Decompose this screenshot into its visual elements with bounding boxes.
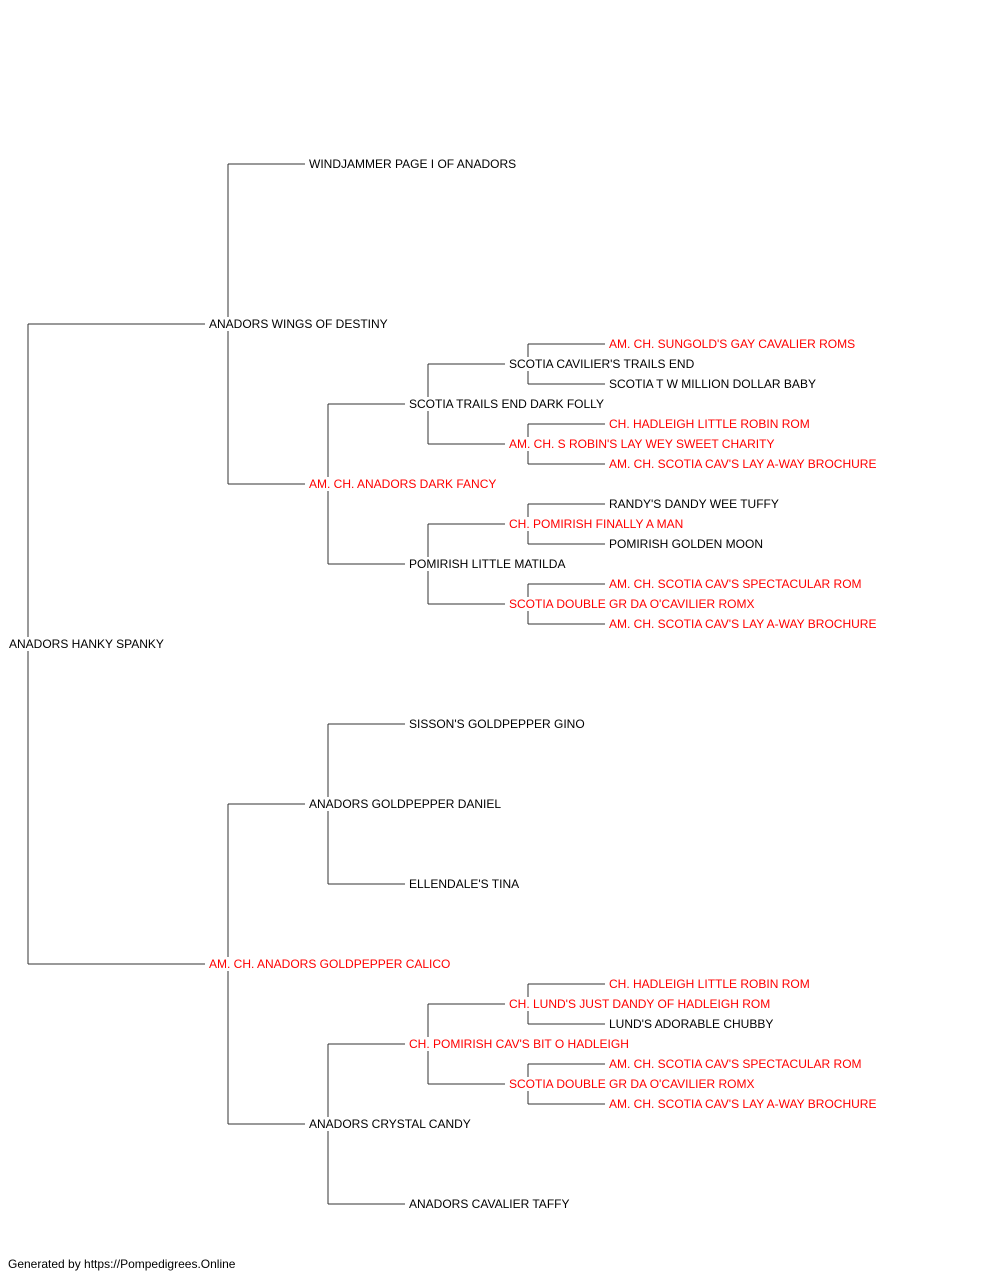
pedigree-dog-dam-sire-dam: ELLENDALE'S TINA (408, 877, 521, 891)
pedigree-dog-sire-dam-dam-sire-dam: POMIRISH GOLDEN MOON (608, 537, 765, 551)
pedigree-dog-sire-dam-sire: SCOTIA TRAILS END DARK FOLLY (408, 397, 605, 411)
pedigree-dog-sire-dam-sire-sire-dam: SCOTIA T W MILLION DOLLAR BABY (608, 377, 817, 391)
pedigree-dog-dam-dam-dam: ANADORS CAVALIER TAFFY (408, 1197, 571, 1211)
pedigree-dog-sire-dam-dam-sire: CH. POMIRISH FINALLY A MAN (508, 517, 685, 531)
pedigree-dog-dam-dam-sire-dam-sire: AM. CH. SCOTIA CAV'S SPECTACULAR ROM (608, 1057, 863, 1071)
pedigree-dog-sire-dam-dam-dam: SCOTIA DOUBLE GR DA O'CAVILIER ROMX (508, 597, 756, 611)
pedigree-dog-dam: AM. CH. ANADORS GOLDPEPPER CALICO (208, 957, 452, 971)
pedigree-dog-sire-dam-sire-dam: AM. CH. S ROBIN'S LAY WEY SWEET CHARITY (508, 437, 776, 451)
pedigree-dog-sire-dam-sire-sire-sire: AM. CH. SUNGOLD'S GAY CAVALIER ROMS (608, 337, 857, 351)
pedigree-dog-dam-dam-sire: CH. POMIRISH CAV'S BIT O HADLEIGH (408, 1037, 630, 1051)
pedigree-dog-dam-dam: ANADORS CRYSTAL CANDY (308, 1117, 472, 1131)
pedigree-dog-dam-dam-sire-sire-dam: LUND'S ADORABLE CHUBBY (608, 1017, 775, 1031)
pedigree-dog-sire-dam-sire-dam-dam: AM. CH. SCOTIA CAV'S LAY A-WAY BROCHURE (608, 457, 878, 471)
pedigree-dog-sire: ANADORS WINGS OF DESTINY (208, 317, 389, 331)
pedigree-dog-sire-dam: AM. CH. ANADORS DARK FANCY (308, 477, 498, 491)
pedigree-dog-subject: ANADORS HANKY SPANKY (8, 637, 165, 651)
pedigree-dog-sire-dam-dam-dam-sire: AM. CH. SCOTIA CAV'S SPECTACULAR ROM (608, 577, 863, 591)
pedigree-dog-sire-dam-sire-dam-sire: CH. HADLEIGH LITTLE ROBIN ROM (608, 417, 811, 431)
pedigree-dog-sire-sire: WINDJAMMER PAGE I OF ANADORS (308, 157, 518, 171)
pedigree-dog-sire-dam-dam-dam-dam: AM. CH. SCOTIA CAV'S LAY A-WAY BROCHURE (608, 617, 878, 631)
pedigree-dog-dam-dam-sire-sire-sire: CH. HADLEIGH LITTLE ROBIN ROM (608, 977, 811, 991)
pedigree-dog-sire-dam-dam: POMIRISH LITTLE MATILDA (408, 557, 567, 571)
pedigree-dog-dam-dam-sire-dam-dam: AM. CH. SCOTIA CAV'S LAY A-WAY BROCHURE (608, 1097, 878, 1111)
footer-credit: Generated by https://Pompedigrees.Online (8, 1257, 236, 1271)
pedigree-dog-dam-sire-sire: SISSON'S GOLDPEPPER GINO (408, 717, 586, 731)
pedigree-dog-dam-dam-sire-dam: SCOTIA DOUBLE GR DA O'CAVILIER ROMX (508, 1077, 756, 1091)
pedigree-dog-sire-dam-sire-sire: SCOTIA CAVILIER'S TRAILS END (508, 357, 696, 371)
pedigree-dog-dam-sire: ANADORS GOLDPEPPER DANIEL (308, 797, 503, 811)
pedigree-dog-dam-dam-sire-sire: CH. LUND'S JUST DANDY OF HADLEIGH ROM (508, 997, 772, 1011)
pedigree-dog-sire-dam-dam-sire-sire: RANDY'S DANDY WEE TUFFY (608, 497, 780, 511)
